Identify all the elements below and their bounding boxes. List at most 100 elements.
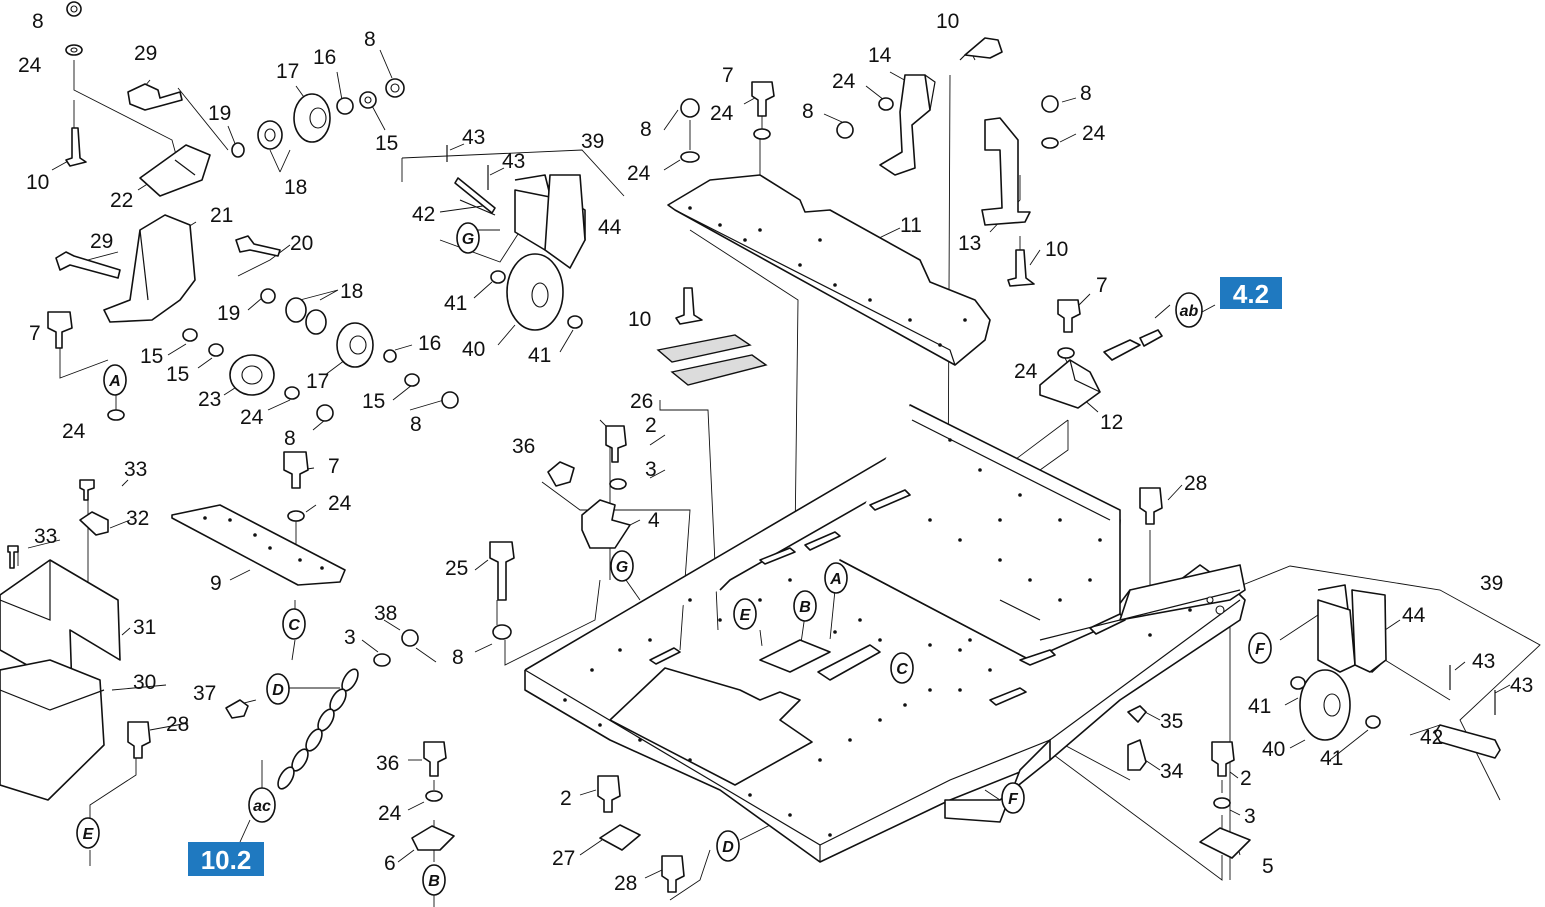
marker-b (793, 590, 817, 622)
callout: 10 (1045, 238, 1068, 261)
callout: 25 (445, 557, 468, 580)
callout: 15 (140, 345, 163, 368)
marker-a (824, 562, 848, 594)
callout: 23 (198, 388, 221, 411)
callout: 8 (284, 427, 296, 450)
plate-11 (667, 174, 991, 366)
callout: 24 (328, 492, 352, 515)
callout: 7 (328, 455, 340, 478)
pads-26 (656, 334, 768, 386)
callout: 27 (552, 847, 575, 870)
marker-e-label: E (740, 607, 752, 624)
section-ref-4-2-label: 4.2 (1233, 279, 1269, 309)
callout: 8 (410, 413, 422, 436)
marker-g (610, 550, 634, 582)
callout: 28 (1184, 472, 1207, 495)
callout: 2 (1240, 767, 1252, 790)
hardware-top-center (675, 37, 1163, 361)
marker-a-label: A (829, 571, 842, 588)
marker-b-label: B (799, 599, 811, 616)
callout: 42 (1420, 726, 1443, 749)
callout: 12 (1100, 411, 1123, 434)
callout: 5 (1262, 855, 1274, 878)
caster-assembly-left (446, 145, 586, 331)
callout: 36 (512, 435, 535, 458)
marker-e-label: E (83, 826, 95, 843)
section-ref-4-2[interactable]: 4.2 (1220, 277, 1282, 309)
callout: 43 (1510, 674, 1533, 697)
callout: 20 (290, 232, 313, 255)
callout: 24 (62, 420, 86, 443)
callout: 43 (1472, 650, 1495, 673)
callout: 4 (648, 509, 660, 532)
hardware-center-lower (489, 425, 1163, 640)
callout: 21 (210, 204, 233, 227)
callout: 8 (640, 118, 652, 141)
marker-a (103, 364, 127, 396)
callout: 38 (374, 602, 397, 625)
callout: 24 (1082, 122, 1106, 145)
letter-markers: A A G G C C D D E E B B F F ab ac (76, 222, 1272, 896)
marker-c-label: C (896, 661, 908, 678)
callout: 7 (1096, 274, 1108, 297)
callout: 2 (645, 414, 657, 437)
callout: 43 (502, 150, 525, 173)
callout: 40 (1262, 738, 1285, 761)
callout: 29 (134, 42, 157, 65)
marker-d (716, 830, 740, 862)
callout: 18 (340, 280, 363, 303)
callout: 6 (384, 852, 396, 875)
callout: 41 (1320, 747, 1343, 770)
callout: 41 (444, 292, 467, 315)
callout: 8 (32, 10, 44, 33)
hardware-bottom-center (411, 741, 685, 893)
marker-ac (248, 787, 276, 823)
bracket-14 (879, 74, 936, 176)
section-ref-10-2[interactable]: 10.2 (188, 842, 264, 876)
callout: 3 (1244, 805, 1256, 828)
marker-c (282, 608, 306, 640)
marker-ab-label: ab (1180, 303, 1199, 320)
section-ref-10-2-label: 10.2 (201, 845, 252, 875)
callout: 40 (462, 338, 485, 361)
callout: 37 (193, 682, 216, 705)
callout: 10 (936, 10, 959, 33)
callout: 26 (630, 390, 653, 413)
main-frame (524, 404, 1246, 863)
callout: 11 (900, 214, 922, 237)
callout: 24 (627, 162, 651, 185)
marker-d (266, 673, 290, 705)
callout: 8 (364, 28, 376, 51)
callout: 16 (418, 332, 441, 355)
marker-g (456, 222, 480, 254)
callout: 24 (1014, 360, 1038, 383)
callout: 3 (645, 458, 657, 481)
callout: 44 (598, 216, 622, 239)
marker-f (1248, 632, 1272, 664)
callout: 10 (628, 308, 651, 331)
marker-ac-label: ac (253, 798, 271, 815)
callout: 41 (1248, 695, 1271, 718)
callout: 39 (581, 130, 604, 153)
marker-d-label: D (722, 839, 734, 856)
caster-assembly-right (1127, 584, 1501, 859)
bracket-12 (1039, 359, 1101, 409)
callout: 17 (276, 60, 299, 83)
callout: 15 (375, 132, 398, 155)
callout: 36 (376, 752, 399, 775)
callout: 29 (90, 230, 113, 253)
callout: 31 (133, 616, 156, 639)
callout: 41 (528, 344, 551, 367)
callout: 2 (560, 787, 572, 810)
callout: 15 (166, 363, 189, 386)
callout: 19 (217, 302, 240, 325)
callout-numbers: 8 24 29 17 16 8 19 15 10 18 22 21 29 20 … (18, 10, 1533, 895)
callout: 14 (868, 44, 892, 67)
callout: 28 (614, 872, 637, 895)
marker-g-label: G (462, 231, 474, 248)
marker-b (422, 864, 446, 896)
callout: 8 (1080, 82, 1092, 105)
marker-g-label: G (616, 559, 628, 576)
callout: 34 (1160, 760, 1184, 783)
